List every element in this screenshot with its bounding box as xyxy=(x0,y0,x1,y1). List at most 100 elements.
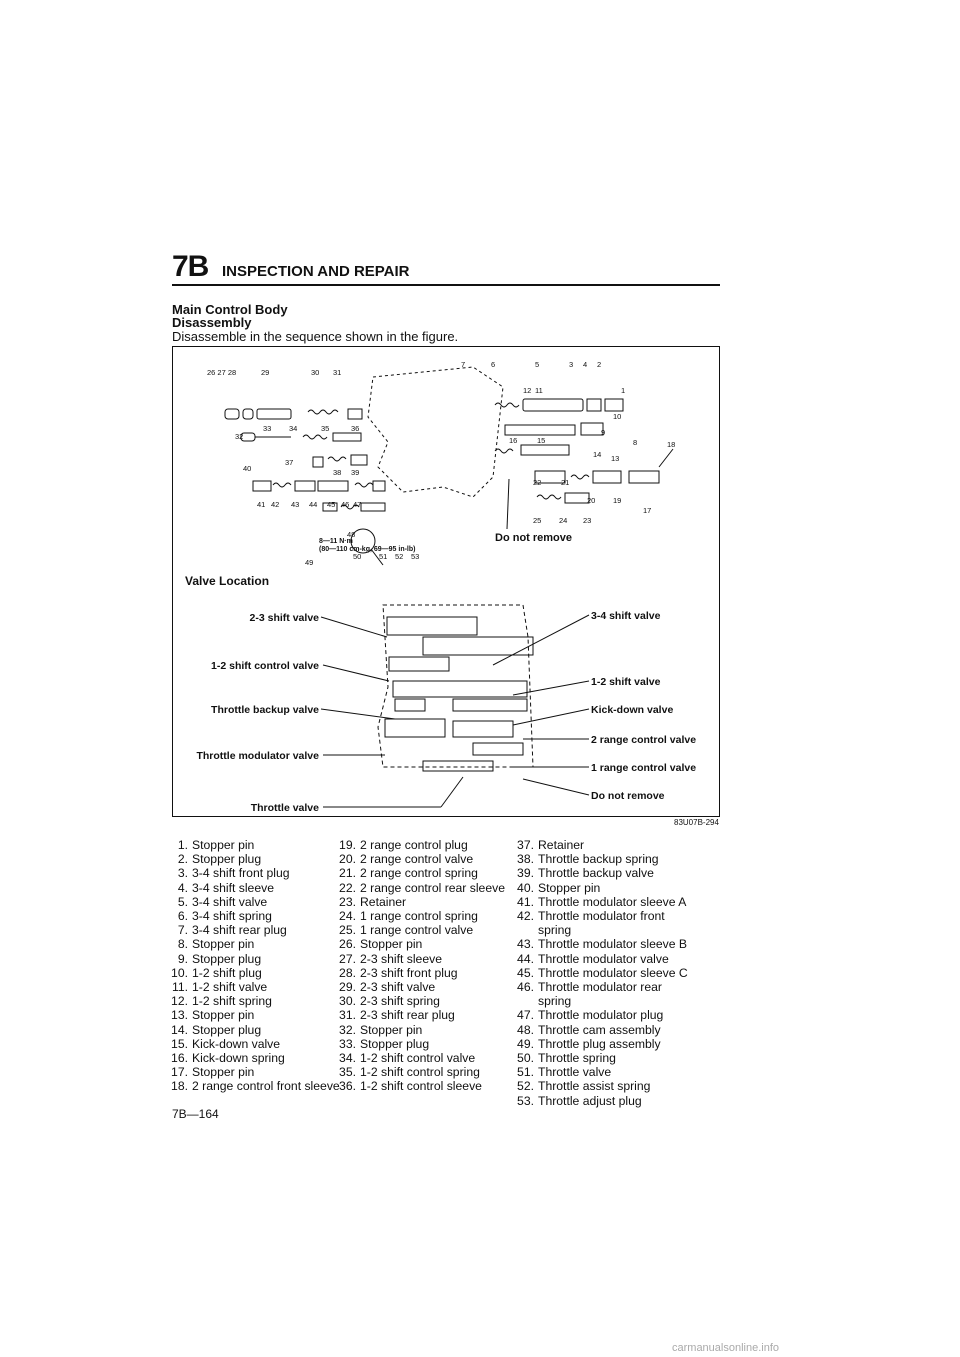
part-number: 13. xyxy=(171,1008,188,1023)
part-name: Stopper pin xyxy=(538,880,601,895)
label-2-range-control-valve: 2 range control valve xyxy=(591,734,696,746)
parts-list-item: 11.1-2 shift valve xyxy=(168,980,348,994)
parts-list-item: 24.1 range control spring xyxy=(336,909,522,923)
svg-text:2: 2 xyxy=(597,360,601,369)
part-name: Throttle modulator sleeve C xyxy=(538,965,688,980)
part-number: 38. xyxy=(517,852,534,867)
part-number: 16. xyxy=(171,1051,188,1066)
svg-text:14: 14 xyxy=(593,450,601,459)
label-1-range-control-valve: 1 range control valve xyxy=(591,762,696,774)
parts-list-item: 37.Retainer xyxy=(514,838,714,852)
part-name: 2 range control rear sleeve xyxy=(360,880,505,895)
part-number: 23. xyxy=(339,894,356,909)
figure-code: 83U07B-294 xyxy=(674,818,719,827)
parts-list-item: 30.2-3 shift spring xyxy=(336,994,522,1008)
part-name: 3-4 shift sleeve xyxy=(192,880,274,895)
torque-value: 8—11 N·m xyxy=(319,538,353,545)
parts-list-item: 6.3-4 shift spring xyxy=(168,909,348,923)
do-not-remove-label-top: Do not remove xyxy=(495,532,572,544)
part-number: 37. xyxy=(517,838,534,852)
part-name: 1-2 shift control spring xyxy=(360,1065,480,1080)
parts-list-item: 53.Throttle adjust plug xyxy=(514,1094,714,1108)
valve-body-illustration xyxy=(224,366,674,566)
svg-text:30: 30 xyxy=(311,368,319,377)
part-name: 2 range control front sleeve xyxy=(192,1079,340,1094)
svg-text:46: 46 xyxy=(341,500,349,509)
parts-list-item: 25.1 range control valve xyxy=(336,923,522,937)
part-name: 2-3 shift sleeve xyxy=(360,951,442,966)
part-name: Throttle plug assembly xyxy=(538,1036,661,1051)
part-name: 1-2 shift spring xyxy=(192,994,272,1009)
part-name: Stopper plug xyxy=(360,1036,430,1051)
part-name: Throttle modulator sleeve A xyxy=(538,894,687,909)
parts-list-item: 35. 1-2 shift control spring xyxy=(336,1065,522,1079)
part-number: 2. xyxy=(177,852,188,867)
svg-text:49: 49 xyxy=(305,558,313,567)
svg-text:18: 18 xyxy=(667,440,675,449)
part-number: 22. xyxy=(339,880,356,895)
svg-text:17: 17 xyxy=(643,506,651,515)
parts-list-item: 42.Throttle modulator front spring xyxy=(514,909,714,937)
part-number: 29. xyxy=(339,980,356,995)
part-number: 9. xyxy=(177,951,188,966)
part-number: 36. xyxy=(339,1079,356,1094)
part-number: 19. xyxy=(339,838,356,852)
parts-list-item: 48.Throttle cam assembly xyxy=(514,1023,714,1037)
torque-detail: (80—110 cm-kg, 69—95 in-lb) xyxy=(319,546,415,553)
part-name: 3-4 shift valve xyxy=(192,894,268,909)
svg-text:9: 9 xyxy=(601,428,605,437)
parts-list-item: 1.Stopper pin xyxy=(168,838,348,852)
part-name: Kick-down valve xyxy=(192,1036,281,1051)
part-name: Stopper plug xyxy=(192,1022,262,1037)
parts-list-item: 7.3-4 shift rear plug xyxy=(168,923,348,937)
parts-list-item: 18.2 range control front sleeve xyxy=(168,1079,348,1093)
svg-text:43: 43 xyxy=(291,500,299,509)
svg-text:24: 24 xyxy=(559,516,567,525)
part-number: 49. xyxy=(517,1036,534,1051)
svg-text:33: 33 xyxy=(263,424,271,433)
svg-text:42: 42 xyxy=(271,500,279,509)
svg-text:40: 40 xyxy=(243,464,251,473)
part-name: Stopper pin xyxy=(192,937,255,952)
svg-text:6: 6 xyxy=(491,360,495,369)
svg-text:47: 47 xyxy=(353,500,361,509)
part-number: 35. xyxy=(339,1065,356,1080)
part-name: 2-3 shift spring xyxy=(360,994,440,1009)
parts-list-item: 15.Kick-down valve xyxy=(168,1037,348,1051)
part-name: 1 range control valve xyxy=(360,923,474,938)
part-name: 1 range control spring xyxy=(360,909,478,924)
header-rule xyxy=(172,284,720,286)
parts-list-item: 36. 1-2 shift control sleeve xyxy=(336,1079,522,1093)
part-number: 34. xyxy=(339,1051,356,1066)
part-number: 6. xyxy=(177,909,188,924)
svg-text:52: 52 xyxy=(395,552,403,561)
parts-list-item: 51.Throttle valve xyxy=(514,1065,714,1079)
part-number: 8. xyxy=(177,937,188,952)
part-name: Throttle adjust plug xyxy=(538,1093,642,1108)
part-name: 1-2 shift control sleeve xyxy=(360,1079,482,1094)
svg-text:10: 10 xyxy=(613,412,621,421)
parts-list-item: 4.3-4 shift sleeve xyxy=(168,881,348,895)
part-name: 1-2 shift control valve xyxy=(360,1051,476,1066)
instruction-text: Disassemble in the sequence shown in the… xyxy=(172,329,459,344)
parts-list-item: 17.Stopper pin xyxy=(168,1065,348,1079)
part-name: 2-3 shift front plug xyxy=(360,965,458,980)
part-name: 1-2 shift valve xyxy=(192,980,268,995)
label-throttle-valve: Throttle valve xyxy=(251,802,319,814)
upper-left-parts xyxy=(224,408,386,566)
part-name: 2 range control spring xyxy=(360,866,478,881)
part-name: Throttle modulator sleeve B xyxy=(538,937,688,952)
part-number: 31. xyxy=(339,1008,356,1023)
part-number: 46. xyxy=(517,980,534,995)
part-name: Stopper pin xyxy=(360,937,423,952)
parts-list-item: 31.2-3 shift rear plug xyxy=(336,1008,522,1022)
part-number: 3. xyxy=(177,866,188,881)
svg-text:20: 20 xyxy=(587,496,595,505)
svg-text:32: 32 xyxy=(235,432,243,441)
part-number: 33. xyxy=(339,1036,356,1051)
page-number: 7B—164 xyxy=(172,1107,219,1121)
svg-text:51: 51 xyxy=(379,552,387,561)
